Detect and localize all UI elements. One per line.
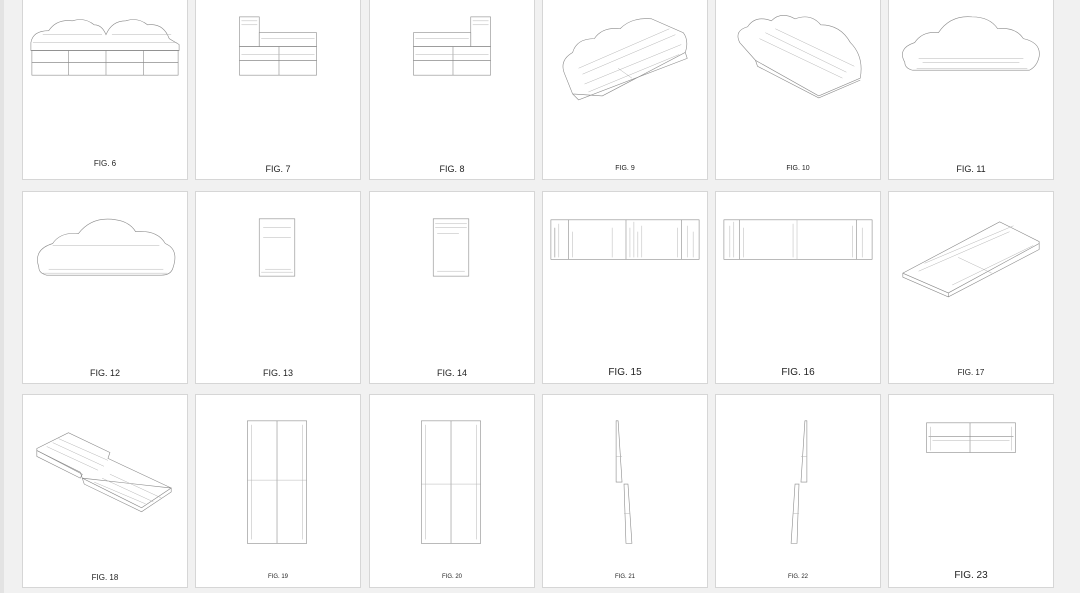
figure-card-fig-17[interactable]: FIG. 17: [888, 191, 1054, 384]
figure-label: FIG. 6: [93, 159, 117, 168]
figure-label: FIG. 20: [441, 574, 462, 580]
thin-wedge-left-icon: [615, 420, 633, 544]
figure-card-fig-15[interactable]: FIG. 15: [542, 191, 708, 384]
figure-label: FIG. 9: [615, 165, 635, 172]
tall-panel-front-icon: [247, 420, 307, 544]
figure-card-fig-6[interactable]: FIG. 6: [22, 0, 188, 180]
figure-card-fig-14[interactable]: FIG. 14: [369, 191, 535, 384]
figure-card-fig-16[interactable]: FIG. 16: [715, 191, 881, 384]
figure-card-fig-7[interactable]: FIG. 7: [195, 0, 361, 180]
figure-card-fig-18[interactable]: FIG. 18: [22, 394, 188, 588]
figure-card-fig-11[interactable]: FIG. 11: [888, 0, 1054, 180]
figure-card-fig-21[interactable]: FIG. 21: [542, 394, 708, 588]
long-shelf-rear-icon: [723, 219, 873, 260]
cloud-shelf-isometric-icon: [562, 18, 688, 101]
figure-label: FIG. 16: [781, 367, 815, 378]
figure-label: FIG. 12: [89, 368, 120, 378]
cloud-shelf-front-icon: [30, 19, 180, 76]
stepped-shelf-left-icon: [239, 16, 317, 76]
figure-label: FIG. 11: [956, 164, 986, 174]
figure-label: FIG. 18: [91, 573, 119, 582]
figure-label: FIG. 22: [787, 574, 808, 580]
figure-card-fig-19[interactable]: FIG. 19: [195, 394, 361, 588]
figure-label: FIG. 23: [954, 570, 988, 581]
cloud-outline-bottom-icon: [37, 218, 176, 276]
tray-isometric-icon: [36, 432, 172, 513]
side-panel-right-icon: [432, 218, 470, 277]
figure-label: FIG. 8: [439, 164, 465, 174]
figure-card-fig-13[interactable]: FIG. 13: [195, 191, 361, 384]
figure-label: FIG. 21: [614, 574, 635, 580]
tall-panel-rear-icon: [421, 420, 481, 544]
figure-label: FIG. 7: [265, 164, 291, 174]
figure-card-fig-10[interactable]: FIG. 10: [715, 0, 881, 180]
long-shelf-front-icon: [550, 219, 700, 260]
figure-label: FIG. 15: [608, 367, 642, 378]
thin-wedge-right-icon: [790, 420, 808, 544]
figure-label: FIG. 17: [957, 368, 985, 377]
cloud-shelf-isometric-rear-icon: [737, 15, 862, 99]
figure-card-fig-9[interactable]: FIG. 9: [542, 0, 708, 180]
cloud-outline-top-icon: [902, 16, 1040, 71]
stepped-shelf-right-icon: [413, 16, 491, 76]
figure-card-fig-8[interactable]: FIG. 8: [369, 0, 535, 180]
small-shelf-front-icon: [926, 422, 1016, 453]
figure-card-fig-23[interactable]: FIG. 23: [888, 394, 1054, 588]
window-left-edge: [0, 0, 4, 593]
wedge-isometric-icon: [902, 221, 1040, 298]
figure-label: FIG. 13: [262, 368, 293, 378]
side-panel-left-icon: [258, 218, 296, 277]
figure-label: FIG. 10: [786, 165, 810, 172]
figure-card-fig-12[interactable]: FIG. 12: [22, 191, 188, 384]
figure-label: FIG. 14: [436, 368, 467, 378]
figure-label: FIG. 19: [267, 574, 288, 580]
figure-card-fig-22[interactable]: FIG. 22: [715, 394, 881, 588]
figure-card-fig-20[interactable]: FIG. 20: [369, 394, 535, 588]
